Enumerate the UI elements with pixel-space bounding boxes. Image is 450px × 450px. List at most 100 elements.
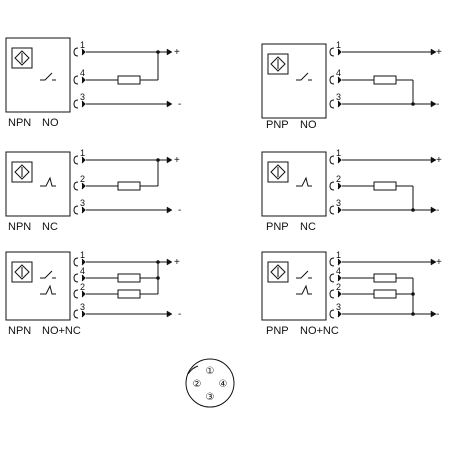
- supply-plus-sign: +: [436, 47, 442, 58]
- pin-number-3: 3: [80, 302, 85, 312]
- output-type-label: NPN: [8, 117, 31, 129]
- sensor-symbol-icon: [267, 161, 289, 183]
- lead-arrow-icon: [166, 48, 173, 56]
- sensor-diamond-icon: [270, 56, 286, 72]
- lead-arrow-icon: [430, 48, 437, 56]
- output-type-label: PNP: [266, 119, 289, 131]
- plug-pin-icon: [81, 76, 86, 84]
- junction-dot: [411, 208, 415, 212]
- junction-dot: [156, 276, 160, 280]
- nc-contact-icon: [296, 284, 312, 295]
- supply-minus-sign: -: [436, 99, 439, 110]
- pin-number-3: 3: [80, 198, 85, 208]
- pin-number-4: 4: [80, 68, 85, 78]
- connector-pin-2: ②: [193, 379, 202, 390]
- supply-plus-sign: +: [174, 155, 180, 166]
- connector-pin-1: ①: [206, 366, 215, 377]
- sensor-diamond-icon: [14, 164, 30, 180]
- contact-mode-label: NO+NC: [42, 325, 81, 337]
- plug-socket-icon: [329, 257, 335, 267]
- plug-socket-icon: [329, 273, 335, 283]
- no-contact-icon: [40, 72, 53, 81]
- pin-number-1: 1: [336, 250, 341, 260]
- pin-number-2: 2: [336, 282, 341, 292]
- plug-pin-icon: [337, 48, 342, 56]
- connector-pin-4: ④: [219, 379, 228, 390]
- junction-dot: [411, 102, 415, 106]
- supply-plus-sign: +: [174, 47, 180, 58]
- pin-number-3: 3: [336, 302, 341, 312]
- plug-pin-icon: [81, 290, 86, 298]
- sensor-housing: [5, 37, 71, 113]
- plug-pin-icon: [81, 274, 86, 282]
- supply-minus-sign: -: [178, 309, 181, 320]
- plug-socket-icon: [329, 155, 335, 165]
- supply-plus-sign: +: [436, 155, 442, 166]
- supply-minus-sign: -: [178, 205, 181, 216]
- plug-socket-icon: [329, 181, 335, 191]
- sensor-housing: [261, 151, 327, 217]
- contact-mode-label: NO: [300, 119, 317, 131]
- lead-arrow-icon: [166, 156, 173, 164]
- sensor-housing: [5, 151, 71, 217]
- lead-arrow-icon: [166, 206, 173, 214]
- pin-number-2: 2: [80, 282, 85, 292]
- load-resistor: [373, 75, 397, 85]
- pin-number-2: 2: [336, 174, 341, 184]
- sensor-symbol-icon: [11, 47, 33, 69]
- no-contact-icon: [40, 270, 53, 279]
- connector-key-notch: [187, 365, 199, 375]
- sensor-symbol-icon: [11, 261, 33, 283]
- connector-pin-3: ③: [206, 392, 215, 403]
- plug-pin-icon: [81, 100, 86, 108]
- sensor-housing: [261, 43, 327, 119]
- sensor-housing: [261, 251, 327, 321]
- plug-pin-icon: [81, 258, 86, 266]
- output-type-label: PNP: [266, 221, 289, 233]
- junction-dot: [156, 260, 160, 264]
- sensor-diamond-icon: [14, 50, 30, 66]
- lead-arrow-icon: [166, 258, 173, 266]
- supply-plus-sign: +: [174, 257, 180, 268]
- plug-pin-icon: [81, 156, 86, 164]
- output-type-label: PNP: [266, 325, 289, 337]
- lead-arrow-icon: [430, 258, 437, 266]
- load-resistor: [117, 289, 141, 299]
- pin-number-4: 4: [80, 266, 85, 276]
- sensor-diamond-icon: [270, 264, 286, 280]
- nc-contact-icon: [296, 176, 312, 187]
- lead-arrow-icon: [430, 100, 437, 108]
- plug-pin-icon: [81, 310, 86, 318]
- pin-number-4: 4: [336, 266, 341, 276]
- sensor-diamond-icon: [14, 264, 30, 280]
- plug-pin-icon: [337, 274, 342, 282]
- connector-face: [185, 358, 235, 408]
- sensor-symbol-icon: [11, 161, 33, 183]
- sensor-symbol-icon: [267, 261, 289, 283]
- pin-number-1: 1: [80, 148, 85, 158]
- plug-socket-icon: [329, 289, 335, 299]
- pin-number-2: 2: [80, 174, 85, 184]
- pin-number-1: 1: [336, 148, 341, 158]
- load-resistor: [373, 289, 397, 299]
- lead-arrow-icon: [430, 156, 437, 164]
- plug-socket-icon: [73, 155, 79, 165]
- sensor-diamond-icon: [270, 164, 286, 180]
- plug-socket-icon: [329, 47, 335, 57]
- plug-pin-icon: [337, 310, 342, 318]
- plug-pin-icon: [337, 100, 342, 108]
- contact-mode-label: NC: [300, 221, 316, 233]
- pin-number-3: 3: [80, 92, 85, 102]
- pin-number-4: 4: [336, 68, 341, 78]
- load-resistor: [117, 273, 141, 283]
- supply-minus-sign: -: [178, 99, 181, 110]
- pin-number-3: 3: [336, 198, 341, 208]
- junction-dot: [411, 292, 415, 296]
